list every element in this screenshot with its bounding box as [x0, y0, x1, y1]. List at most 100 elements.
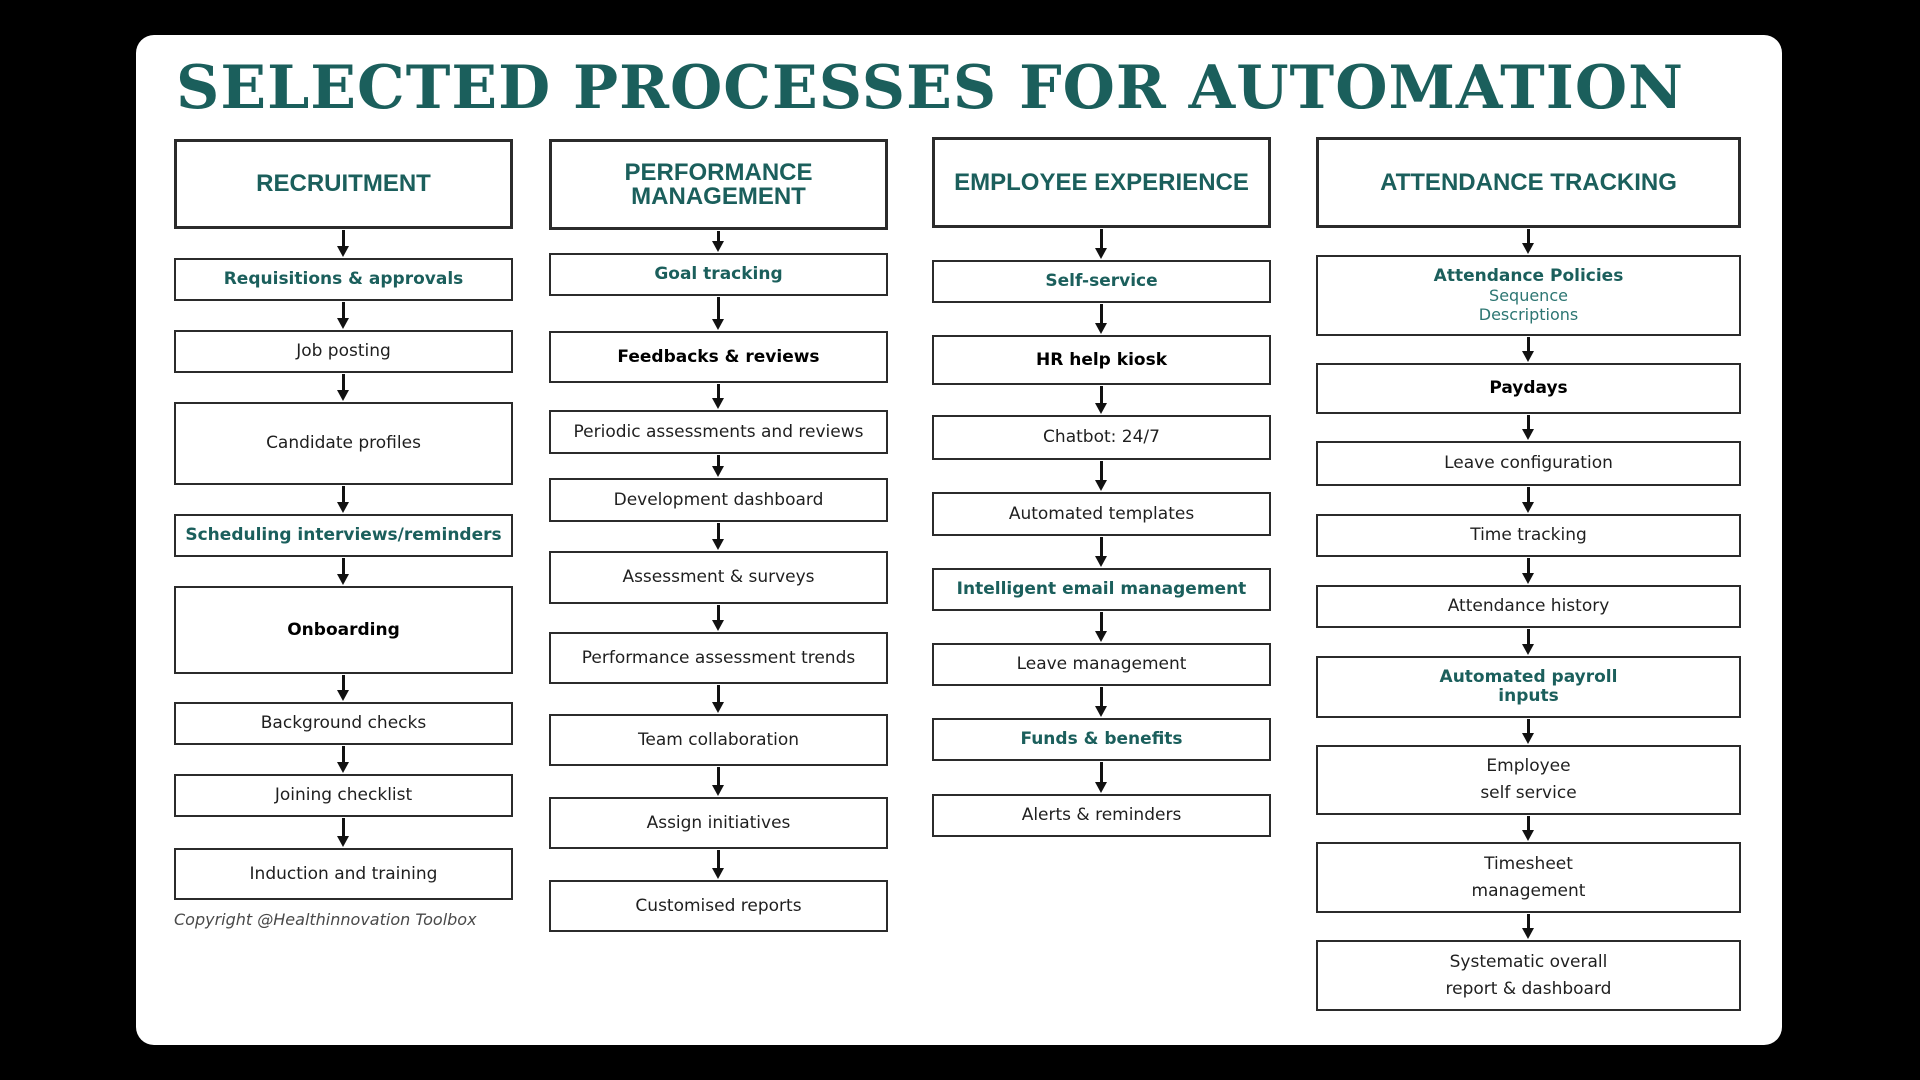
arrow-shaft: [716, 850, 720, 874]
arrow-head: [1521, 502, 1534, 513]
flow-arrow-icon: [1092, 762, 1112, 793]
process-step-funds-benefits: Funds & benefits: [932, 718, 1271, 761]
arrow-shaft: [1526, 487, 1530, 508]
process-step-label: Employee self service: [1480, 756, 1577, 803]
flow-arrow-icon: [709, 605, 729, 631]
arrow-shaft: [1526, 337, 1530, 357]
process-step-paydays: Paydays: [1316, 363, 1741, 414]
process-step-label: Systematic overall report & dashboard: [1445, 951, 1612, 999]
arrow-head: [711, 241, 724, 252]
process-step-label: Performance assessment trends: [581, 647, 856, 668]
arrow-head: [711, 702, 724, 713]
column-header-label: ATTENDANCE TRACKING: [1380, 168, 1677, 196]
process-step-time-tracking: Time tracking: [1316, 514, 1741, 557]
arrow-shaft: [1099, 762, 1103, 788]
process-step-label: Periodic assessments and reviews: [573, 421, 864, 442]
arrow-shaft: [716, 685, 720, 708]
process-step-assign-initiatives: Assign initiatives: [549, 797, 888, 849]
process-step-label: Induction and training: [249, 863, 438, 884]
process-step-employee-self-service: Employee self service: [1316, 745, 1741, 815]
process-step-alerts-reminders: Alerts & reminders: [932, 794, 1271, 837]
arrow-head: [1094, 248, 1107, 259]
process-step-systematic-overall-report-dashboard: Systematic overall report & dashboard: [1316, 940, 1741, 1011]
process-step-self-service: Self-service: [932, 260, 1271, 303]
process-step-hr-help-kiosk: HR help kiosk: [932, 335, 1271, 385]
arrow-shaft: [1526, 558, 1530, 579]
process-step-timesheet-management: Timesheet management: [1316, 842, 1741, 913]
flow-arrow-icon: [709, 384, 729, 409]
process-step-label: Customised reports: [635, 895, 802, 916]
process-step-label: Requisitions & approvals: [223, 269, 464, 289]
arrow-shaft: [1526, 415, 1530, 435]
process-step-team-collaboration: Team collaboration: [549, 714, 888, 766]
flow-arrow-icon: [334, 675, 354, 701]
arrow-shaft: [1526, 229, 1530, 249]
arrow-head: [711, 785, 724, 796]
process-step-joining-checklist: Joining checklist: [174, 774, 513, 817]
process-step-development-dashboard: Development dashboard: [549, 478, 888, 522]
arrow-shaft: [341, 558, 345, 580]
process-step-feedbacks-reviews: Feedbacks & reviews: [549, 331, 888, 383]
arrow-shaft: [341, 302, 345, 324]
arrow-head: [711, 398, 724, 409]
arrow-head: [1094, 556, 1107, 567]
flow-arrow-icon: [1092, 461, 1112, 491]
process-step-performance-assessment-trends: Performance assessment trends: [549, 632, 888, 684]
process-step-label: Paydays: [1489, 378, 1568, 398]
flow-arrow-icon: [334, 230, 354, 257]
arrow-shaft: [1099, 537, 1103, 562]
arrow-shaft: [1526, 816, 1530, 836]
flow-arrow-icon: [1519, 816, 1539, 841]
flow-arrow-icon: [1092, 229, 1112, 259]
process-step-attendance-history: Attendance history: [1316, 585, 1741, 628]
arrow-shaft: [716, 297, 720, 325]
process-step-label: Candidate profiles: [266, 433, 421, 453]
flow-arrow-icon: [709, 523, 729, 550]
page-title: SELECTED PROCESSES FOR AUTOMATION: [176, 53, 1684, 123]
process-step-label: Timesheet management: [1471, 853, 1586, 901]
flow-arrow-icon: [1092, 612, 1112, 642]
arrow-head: [1521, 573, 1534, 584]
flow-arrow-icon: [334, 558, 354, 585]
process-step-label: Development dashboard: [613, 489, 824, 510]
process-step-leave-management: Leave management: [932, 643, 1271, 686]
flow-arrow-icon: [334, 302, 354, 329]
flow-arrow-icon: [334, 486, 354, 513]
process-step-requisitions-approvals: Requisitions & approvals: [174, 258, 513, 301]
process-step-scheduling-interviews-reminders: Scheduling interviews/reminders: [174, 514, 513, 557]
flow-arrow-icon: [1519, 719, 1539, 744]
arrow-shaft: [1099, 612, 1103, 637]
flow-arrow-icon: [1519, 914, 1539, 939]
flow-arrow-icon: [709, 455, 729, 477]
process-step-sublabel: Sequence Descriptions: [1478, 286, 1579, 324]
flow-arrow-icon: [1519, 629, 1539, 655]
flow-arrow-icon: [1092, 537, 1112, 567]
process-step-customised-reports: Customised reports: [549, 880, 888, 932]
arrow-head: [711, 868, 724, 879]
arrow-shaft: [341, 818, 345, 842]
copyright-note: Copyright @Healthinnovation Toolbox: [174, 910, 477, 929]
arrow-head: [336, 836, 349, 847]
process-step-label: Intelligent email management: [956, 579, 1247, 599]
process-step-label: Feedbacks & reviews: [617, 346, 820, 367]
process-step-chatbot-24-7: Chatbot: 24/7: [932, 415, 1271, 460]
process-step-label: Leave configuration: [1444, 453, 1613, 473]
arrow-head: [336, 502, 349, 513]
arrow-shaft: [716, 231, 720, 247]
flow-arrow-icon: [709, 231, 729, 252]
flow-arrow-icon: [1519, 337, 1539, 362]
process-step-automated-templates: Automated templates: [932, 492, 1271, 536]
process-step-periodic-assessments-and-reviews: Periodic assessments and reviews: [549, 410, 888, 454]
arrow-head: [336, 390, 349, 401]
arrow-head: [1094, 782, 1107, 793]
process-step-label: Team collaboration: [637, 729, 800, 750]
arrow-head: [1094, 631, 1107, 642]
process-step-assessment-surveys: Assessment & surveys: [549, 551, 888, 604]
process-step-label: Background checks: [260, 713, 427, 733]
process-step-label: Alerts & reminders: [1021, 805, 1182, 825]
process-step-label: Assign initiatives: [646, 812, 791, 833]
arrow-shaft: [341, 230, 345, 252]
flow-arrow-icon: [1519, 229, 1539, 254]
